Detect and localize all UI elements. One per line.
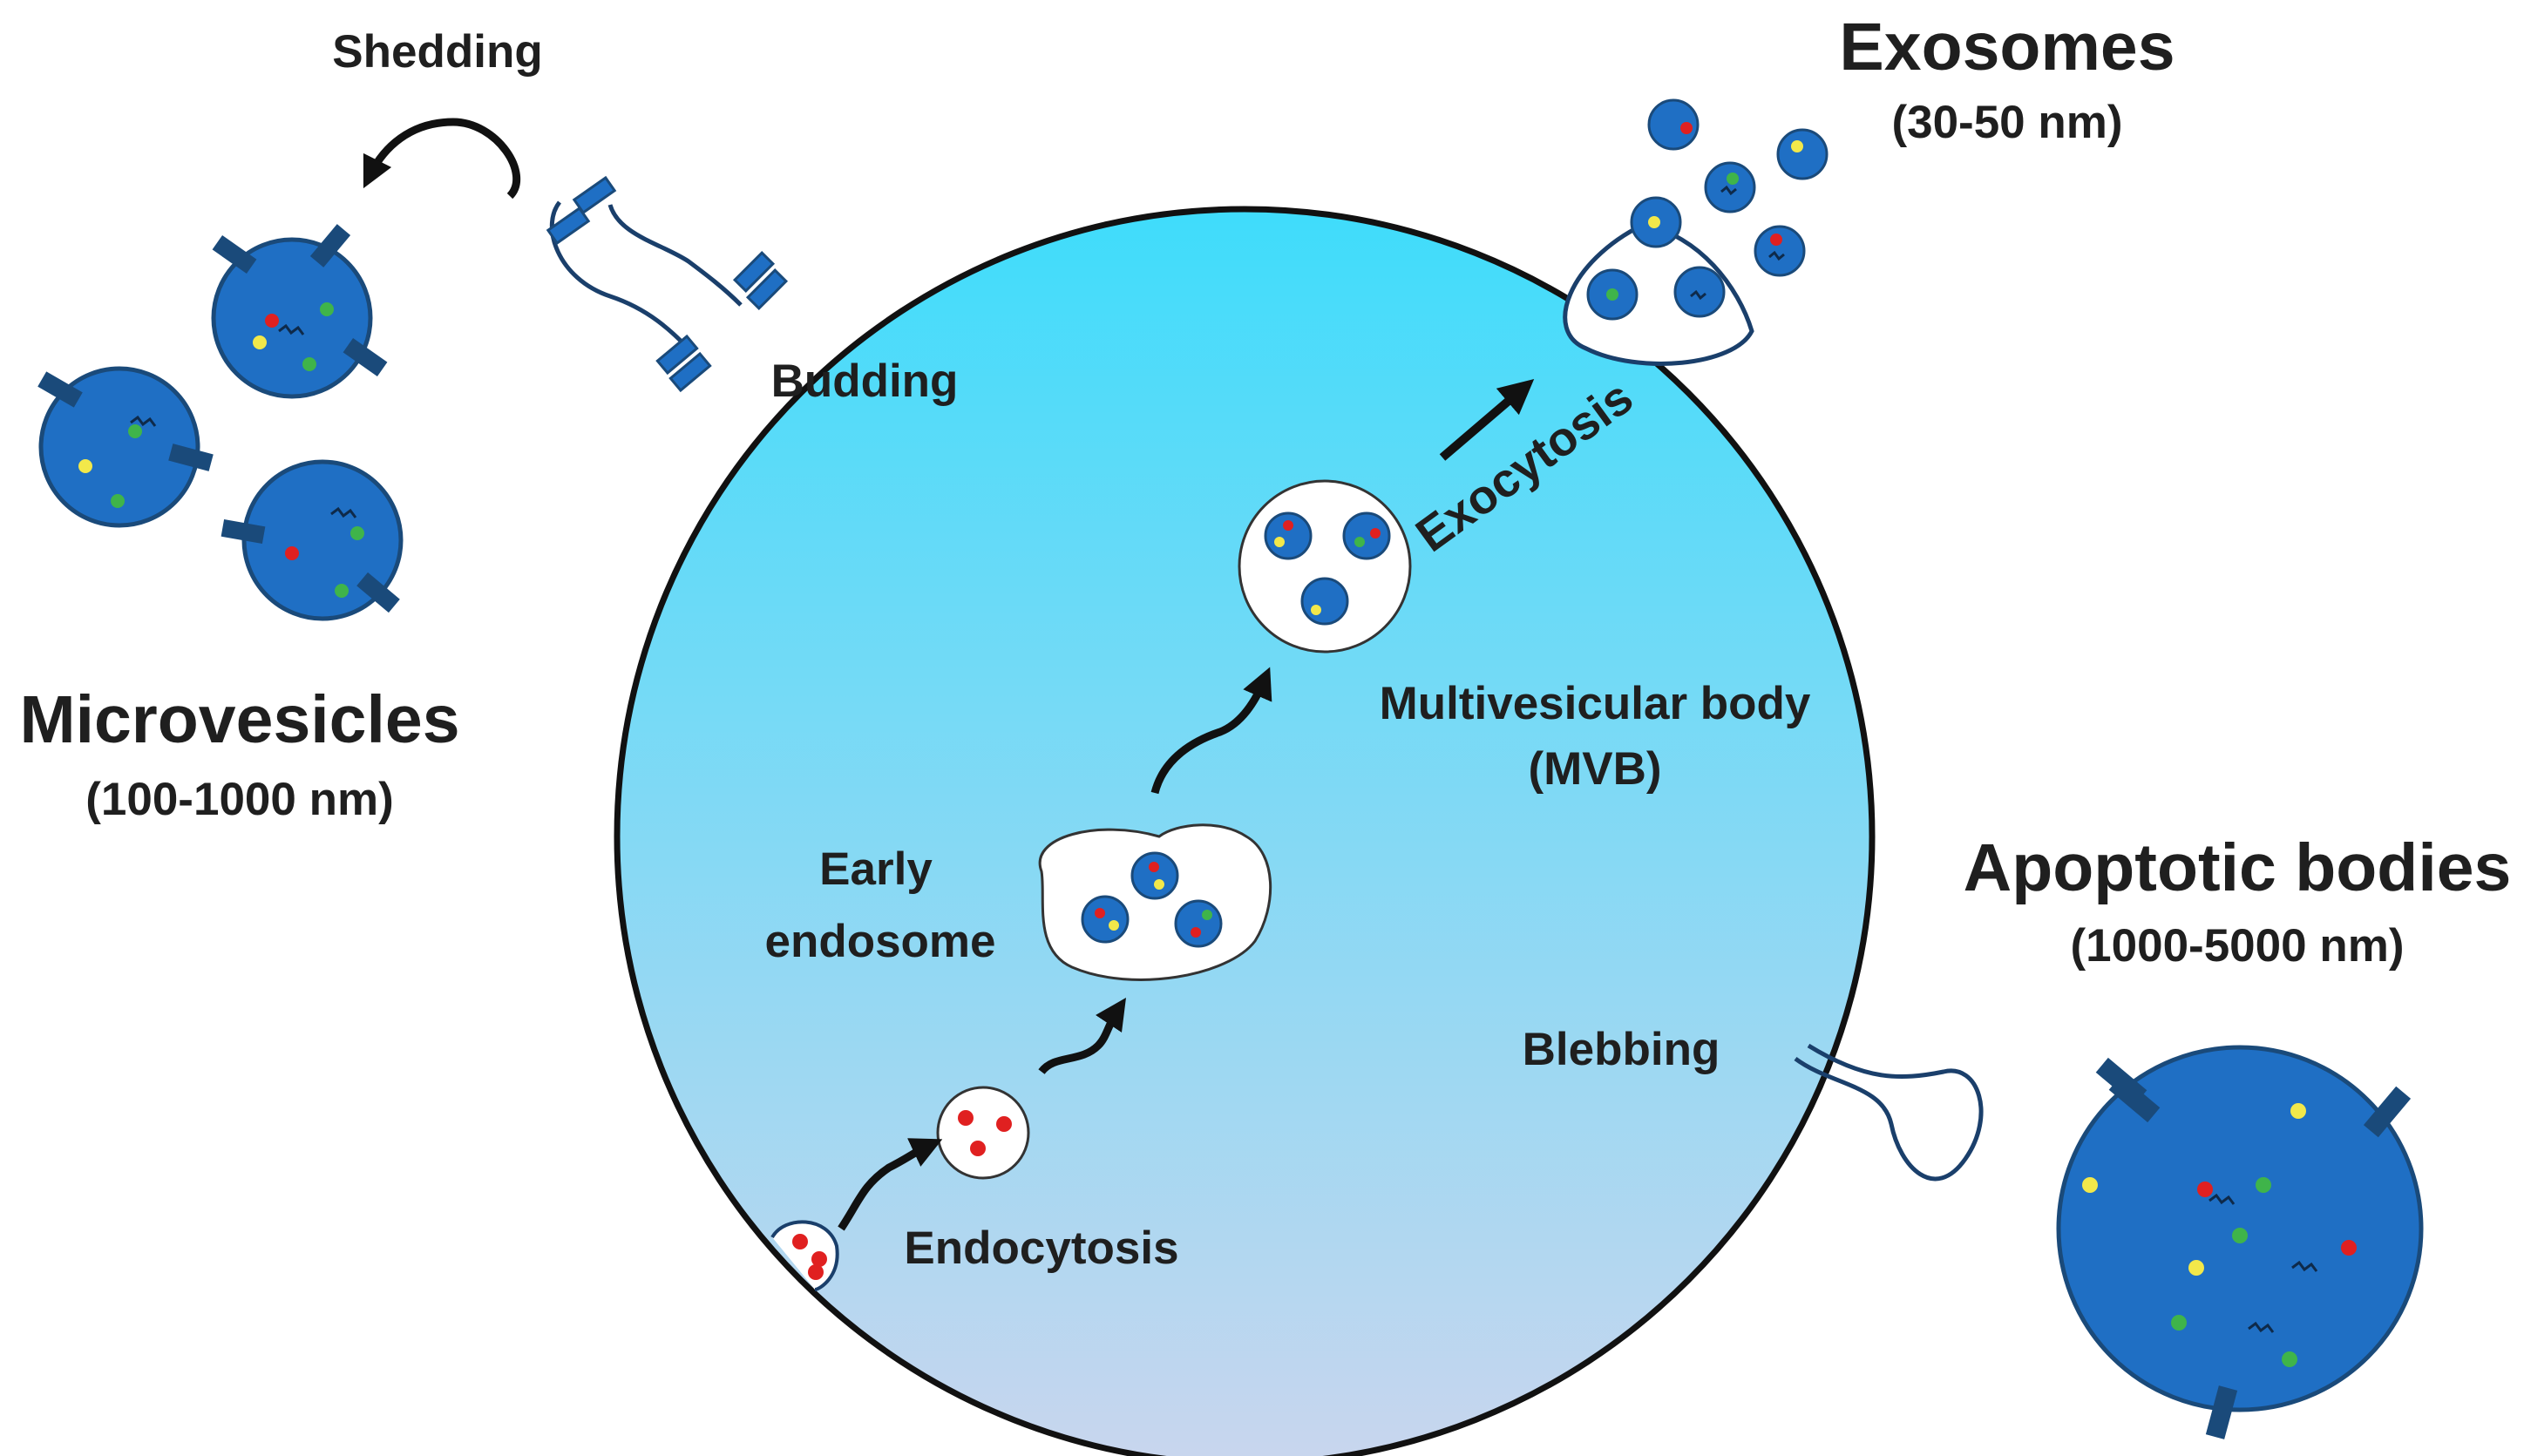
label-apoptotic-bodies-size: (1000-5000 nm) [2071,920,2405,972]
exosome [1776,128,1829,180]
label-microvesicles-size: (100-1000 nm) [85,774,394,825]
label-early-endosome-line2: endosome [764,916,995,967]
exosome [1647,98,1700,151]
label-endocytosis: Endocytosis [904,1222,1178,1274]
early-endosome-ilv-group [1081,851,1223,948]
mvb-ilv-group [1264,511,1391,626]
ilv [1300,577,1349,626]
endosome-arrow [1038,998,1126,1075]
label-microvesicles: Microvesicles [19,682,459,757]
exosome [1704,161,1756,213]
microvesicle [221,459,404,621]
ilv [1081,895,1130,944]
cargo-dot [970,1141,986,1156]
exosome [1586,268,1639,321]
exosome [1754,225,1806,277]
label-early-endosome-line1: Early [819,843,933,895]
microvesicle [211,224,388,399]
apoptotic-body [2056,1045,2424,1439]
membrane-protein [745,267,789,311]
microvesicle [37,366,214,528]
ilv [1174,899,1223,948]
early-endosome [1038,823,1272,981]
membrane-protein [546,206,591,246]
label-budding: Budding [771,356,959,407]
exocytosis-pocket [1563,222,1754,366]
mvb-arrow [1150,667,1272,795]
label-shedding: Shedding [332,26,542,78]
label-mvb-line2: (MVB) [1528,743,1661,795]
cargo-dot [808,1264,824,1280]
cargo-dot [958,1110,974,1126]
membrane-protein [572,175,617,215]
exosome [1630,196,1682,248]
multivesicular-body [1238,479,1412,654]
cargo-dot [996,1116,1012,1132]
cargo-dot [811,1251,827,1267]
label-mvb-line1: Multivesicular body [1380,678,1811,729]
membrane-protein [732,250,776,294]
exosome-cluster [1586,98,1829,321]
membrane-protein [668,351,712,393]
endocytosis-arrow [838,1138,943,1231]
exocytosis-arrow [1439,378,1535,461]
bleb-outline [1794,1043,1984,1182]
label-exosomes: Exosomes [1839,10,2175,85]
cargo-dot [792,1234,808,1249]
label-exosomes-size: (30-50 nm) [1891,97,2122,148]
label-blebbing: Blebbing [1523,1024,1720,1075]
ilv [1342,511,1391,560]
ilv [1130,851,1179,900]
membrane-protein [655,334,699,376]
shedding-arrow [363,118,521,200]
ilv [1264,511,1313,560]
label-apoptotic-bodies: Apoptotic bodies [1964,830,2512,905]
exosome [1673,266,1726,318]
endocytic-vesicle [936,1086,1030,1180]
